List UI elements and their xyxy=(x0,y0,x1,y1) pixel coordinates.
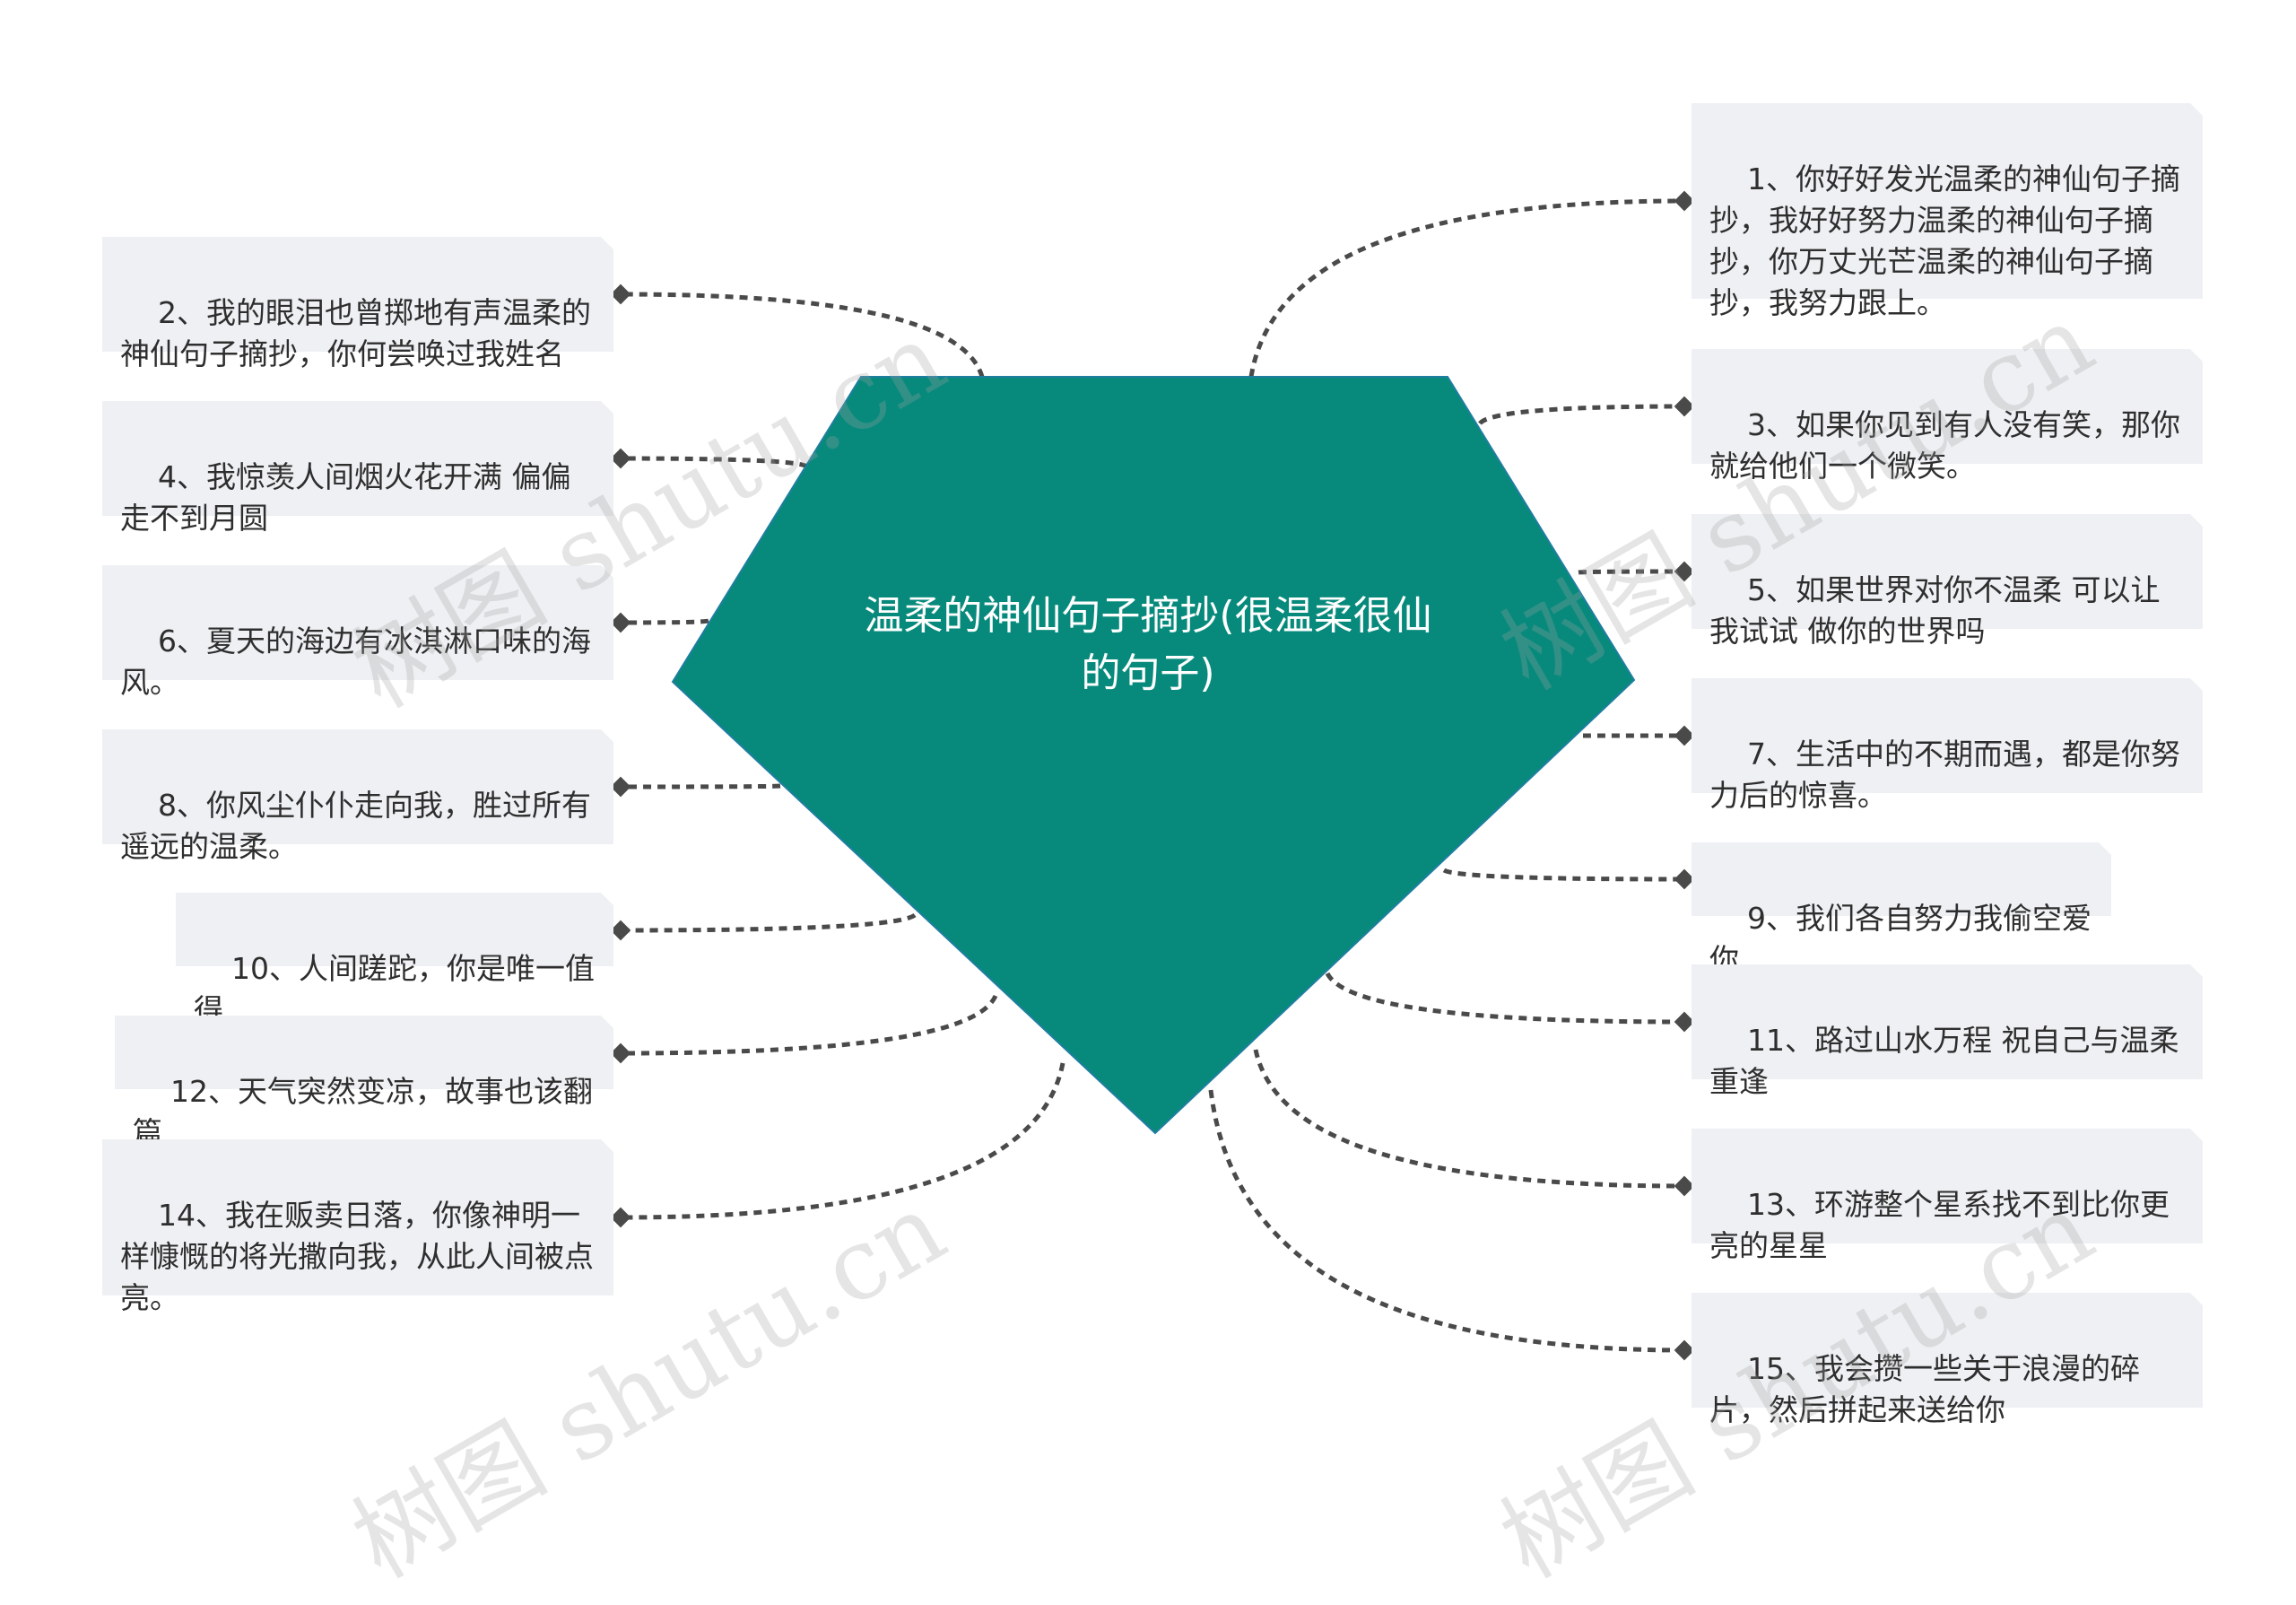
connector-line xyxy=(620,292,985,378)
connector-line xyxy=(1478,404,1685,425)
corner-fold xyxy=(601,237,613,249)
corner-fold xyxy=(601,565,613,578)
topic-node-13[interactable]: 13、环游整个星系找不到比你更亮的星星 xyxy=(1692,1129,2203,1263)
topic-node-4[interactable]: 4、我惊羡人间烟火花开满 偏偏走不到月圆 xyxy=(102,401,613,536)
topic-text: 7、生活中的不期而遇，都是你努力后的惊喜。 xyxy=(1709,737,2180,813)
connector-diamond-icon xyxy=(610,1042,631,1064)
topic-node-15[interactable]: 15、我会攒一些关于浪漫的碎片，然后拼起来送给你 xyxy=(1692,1293,2203,1427)
corner-fold xyxy=(601,401,613,414)
connector-diamond-icon xyxy=(610,920,631,941)
topic-text: 11、路过山水万程 祝自己与温柔重逢 xyxy=(1709,1023,2179,1099)
topic-text: 5、如果世界对你不温柔 可以让我试试 做你的世界吗 xyxy=(1709,572,2161,649)
center-title[interactable]: 温柔的神仙句子摘抄(很温柔很仙的句子) xyxy=(864,593,1432,696)
topic-node-14[interactable]: 14、我在贩卖日落，你像神明一样慷慨的将光撒向我，从此人间被点亮。 xyxy=(102,1139,613,1315)
topic-node-1[interactable]: 1、你好好发光温柔的神仙句子摘抄，我好好努力温柔的神仙句子摘抄，你万丈光芒温柔的… xyxy=(1692,103,2203,320)
connector-layer xyxy=(610,190,1695,1361)
corner-fold xyxy=(2190,1129,2203,1141)
topic-node-7[interactable]: 7、生活中的不期而遇，都是你努力后的惊喜。 xyxy=(1692,678,2203,813)
corner-fold xyxy=(2190,964,2203,977)
corner-fold xyxy=(601,1139,613,1152)
corner-fold xyxy=(2190,678,2203,691)
corner-fold xyxy=(2190,514,2203,527)
topic-text: 1、你好好发光温柔的神仙句子摘抄，我好好努力温柔的神仙句子摘抄，你万丈光芒温柔的… xyxy=(1709,161,2180,320)
connector-diamond-icon xyxy=(1674,396,1695,417)
topic-node-5[interactable]: 5、如果世界对你不温柔 可以让我试试 做你的世界吗 xyxy=(1692,514,2203,649)
connector-diamond-icon xyxy=(1674,561,1695,582)
connector-line xyxy=(1578,569,1685,575)
corner-fold xyxy=(601,1016,613,1028)
connector-line xyxy=(1325,972,1685,1025)
connector-diamond-icon xyxy=(1674,1175,1695,1197)
connector-diamond-icon xyxy=(610,283,631,305)
connector-diamond-icon xyxy=(610,776,631,798)
connector-line xyxy=(1248,198,1685,378)
topic-node-11[interactable]: 11、路过山水万程 祝自己与温柔重逢 xyxy=(1692,964,2203,1099)
topic-node-6[interactable]: 6、夏天的海边有冰淇淋口味的海风。 xyxy=(102,565,613,700)
topic-text: 8、你风尘仆仆走向我，胜过所有遥远的温柔。 xyxy=(120,788,591,864)
corner-fold xyxy=(2190,349,2203,362)
connector-line xyxy=(1253,1049,1685,1189)
topic-text: 2、我的眼泪也曾掷地有声温柔的神仙句子摘抄，你何尝唤过我姓名 xyxy=(120,295,591,371)
connector-line xyxy=(620,994,998,1056)
topic-node-8[interactable]: 8、你风尘仆仆走向我，胜过所有遥远的温柔。 xyxy=(102,729,613,864)
connector-line xyxy=(620,783,781,789)
mindmap-canvas: 温柔的神仙句子摘抄(很温柔很仙的句子) 2、我的眼泪也曾掷地有声温柔的神仙句子摘… xyxy=(102,103,2203,1600)
topic-node-10[interactable]: 10、人间蹉跎，你是唯一值得 xyxy=(176,893,613,1027)
connector-diamond-icon xyxy=(610,1207,631,1228)
connector-diamond-icon xyxy=(610,612,631,633)
corner-fold xyxy=(601,893,613,905)
topic-node-12[interactable]: 12、天气突然变凉，故事也该翻篇 xyxy=(115,1016,613,1150)
topic-text: 3、如果你见到有人没有笑，那你就给他们一个微笑。 xyxy=(1709,407,2180,484)
topic-text: 6、夏天的海边有冰淇淋口味的海风。 xyxy=(120,624,591,700)
topic-text: 4、我惊羡人间烟火花开满 偏偏走不到月圆 xyxy=(120,459,571,536)
topic-node-2[interactable]: 2、我的眼泪也曾掷地有声温柔的神仙句子摘抄，你何尝唤过我姓名 xyxy=(102,237,613,371)
connector-line xyxy=(620,912,917,933)
connector-diamond-icon xyxy=(1674,725,1695,746)
connector-diamond-icon xyxy=(1674,1339,1695,1361)
connector-line xyxy=(620,456,809,469)
connector-line xyxy=(1442,868,1685,882)
connector-line xyxy=(1208,1089,1685,1353)
connector-diamond-icon xyxy=(1674,868,1695,890)
connector-line xyxy=(620,1062,1065,1220)
connector-diamond-icon xyxy=(1674,1011,1695,1033)
topic-node-9[interactable]: 9、我们各自努力我偷空爱你 xyxy=(1692,842,2111,977)
connector-line xyxy=(620,618,709,625)
topic-text: 14、我在贩卖日落，你像神明一样慷慨的将光撒向我，从此人间被点亮。 xyxy=(120,1198,594,1315)
topic-node-3[interactable]: 3、如果你见到有人没有笑，那你就给他们一个微笑。 xyxy=(1692,349,2203,484)
corner-fold xyxy=(2190,1293,2203,1305)
corner-fold xyxy=(2099,842,2111,855)
connector-diamond-icon xyxy=(610,448,631,469)
topic-text: 13、环游整个星系找不到比你更亮的星星 xyxy=(1709,1187,2170,1263)
topic-text: 15、我会攒一些关于浪漫的碎片，然后拼起来送给你 xyxy=(1709,1351,2140,1427)
corner-fold xyxy=(601,729,613,742)
corner-fold xyxy=(2190,103,2203,116)
topic-text: 9、我们各自努力我偷空爱你 xyxy=(1709,901,2092,977)
center-pentagon[interactable] xyxy=(671,376,1636,1135)
